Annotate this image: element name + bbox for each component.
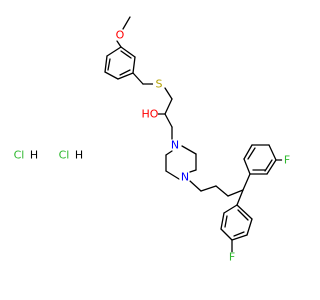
- salt-h-2-label: H: [75, 149, 83, 162]
- bond-ring1-b: [104, 55, 108, 73]
- atom-s-label: S: [156, 78, 163, 91]
- atom-f-upper-label: F: [284, 154, 290, 167]
- bond-ring3-f: [236, 204, 253, 220]
- bond-pip-a: [181, 145, 197, 155]
- atom-f-lower-label: F: [229, 251, 235, 264]
- bond-choh-ch2: [164, 113, 173, 128]
- bond-ring-ch2: [132, 72, 144, 85]
- salt-h-1-label: H: [30, 149, 38, 162]
- salt-hcl-1: Cl H: [14, 149, 39, 162]
- bond-ring3-a: [223, 204, 238, 214]
- atom-label-layer: O S HO N N F F: [14, 29, 292, 264]
- bond-ring3-c: [220, 228, 233, 241]
- bond-ring1-a: [106, 46, 122, 57]
- bond-ring3-double-1: [224, 215, 228, 228]
- salt-cl-2-label: Cl: [59, 149, 70, 162]
- bond-s-ch2: [164, 87, 173, 100]
- bond-pip-f: [165, 150, 173, 156]
- bond-ring2-e: [266, 159, 277, 175]
- bond-ring1-c: [104, 71, 119, 80]
- bond-ch-ring3: [236, 189, 244, 206]
- bond-ring3-double-3: [237, 209, 249, 221]
- bond-ring3-e: [246, 218, 253, 236]
- atom-n-top-label: N: [171, 139, 179, 152]
- bond-ring1-d: [117, 72, 134, 80]
- atom-ho-label: HO: [142, 108, 159, 121]
- atom-f-upper: F: [282, 154, 292, 167]
- atom-n-bottom-label: N: [181, 171, 189, 184]
- salt-hcl-2: Cl H: [59, 149, 84, 162]
- bond-o-ring: [116, 40, 122, 48]
- molecule-drawing: O S HO N N F F: [14, 16, 292, 264]
- bond-pip-c: [189, 169, 197, 173]
- bond-ch-ring2: [242, 173, 251, 191]
- atom-o-methoxy: O: [114, 29, 126, 42]
- salt-cl-1-label: Cl: [14, 149, 25, 162]
- bond-ring2-double-2: [264, 159, 273, 172]
- bond-chain2-chain3: [215, 185, 229, 197]
- atom-s: S: [153, 78, 165, 91]
- bond-methyl-o: [122, 16, 131, 30]
- atom-n-top: N: [169, 139, 181, 152]
- structure-canvas: O S HO N N F F: [14, 16, 292, 264]
- bond-chain1-chain2: [200, 185, 217, 192]
- bond-ring1-double-1: [107, 58, 111, 71]
- bond-ring3-double-2: [233, 231, 245, 237]
- bond-pip-d: [165, 170, 180, 180]
- bond-ring1-f: [120, 46, 136, 58]
- bond-ring1-e: [132, 56, 136, 74]
- bond-ring2-b: [243, 144, 253, 160]
- bond-n-chain1: [189, 180, 202, 192]
- bond-ring2-d: [268, 144, 277, 161]
- atom-o-methoxy-label: O: [116, 29, 125, 42]
- bond-chain3-ch: [227, 189, 244, 197]
- bond-ring1-double-3: [120, 50, 132, 59]
- bond-layer: [104, 16, 284, 253]
- atom-ho: HO: [142, 106, 159, 122]
- atom-f-lower: F: [227, 251, 237, 264]
- atom-n-bottom: N: [179, 171, 191, 184]
- bond-ring3-b: [220, 212, 225, 230]
- bond-ring1-double-2: [119, 69, 131, 76]
- bond-ch2-choh: [164, 98, 173, 115]
- bond-ring3-d: [231, 234, 248, 241]
- bond-ring2-a: [243, 158, 251, 175]
- bond-ring2-double-1: [247, 147, 256, 160]
